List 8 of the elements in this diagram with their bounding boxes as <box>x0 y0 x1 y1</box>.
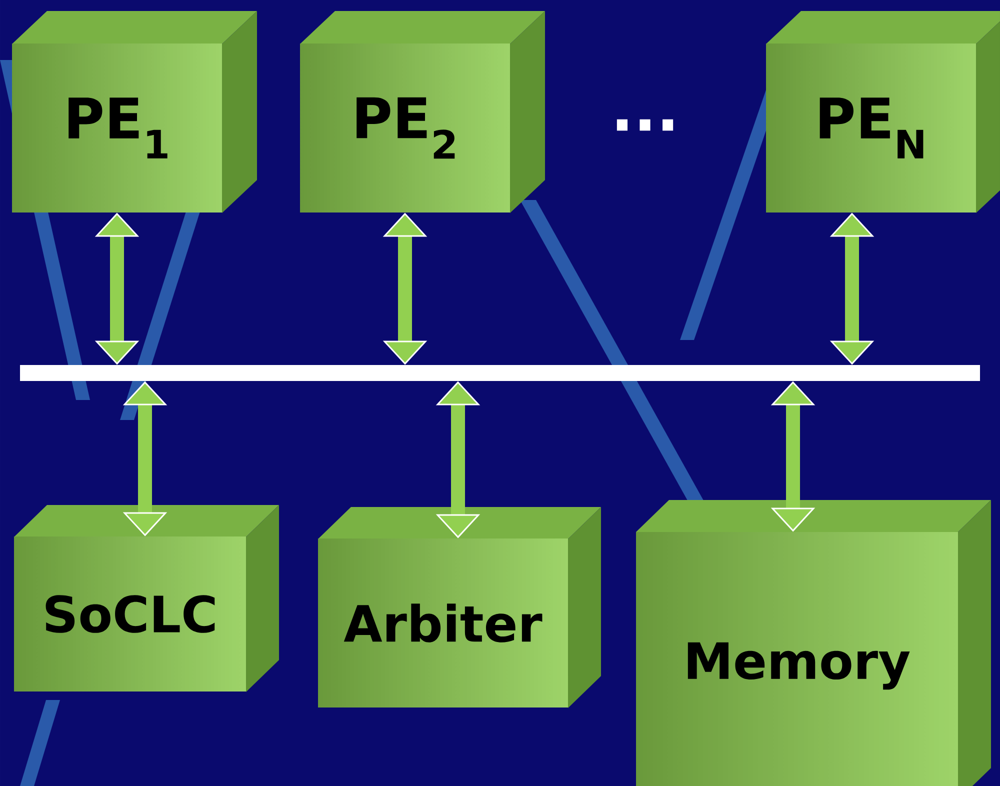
block-box: PE$_{N}$ <box>766 11 1000 213</box>
block-box: SoCLC <box>14 505 279 692</box>
block-box: PE$_{2}$ <box>300 11 545 213</box>
bus-bar <box>20 365 980 381</box>
ellipsis: ... <box>616 119 674 131</box>
block-box: Arbiter <box>318 507 601 708</box>
block-box: PE$_{1}$ <box>12 11 257 213</box>
block-box: Memory <box>636 500 991 786</box>
